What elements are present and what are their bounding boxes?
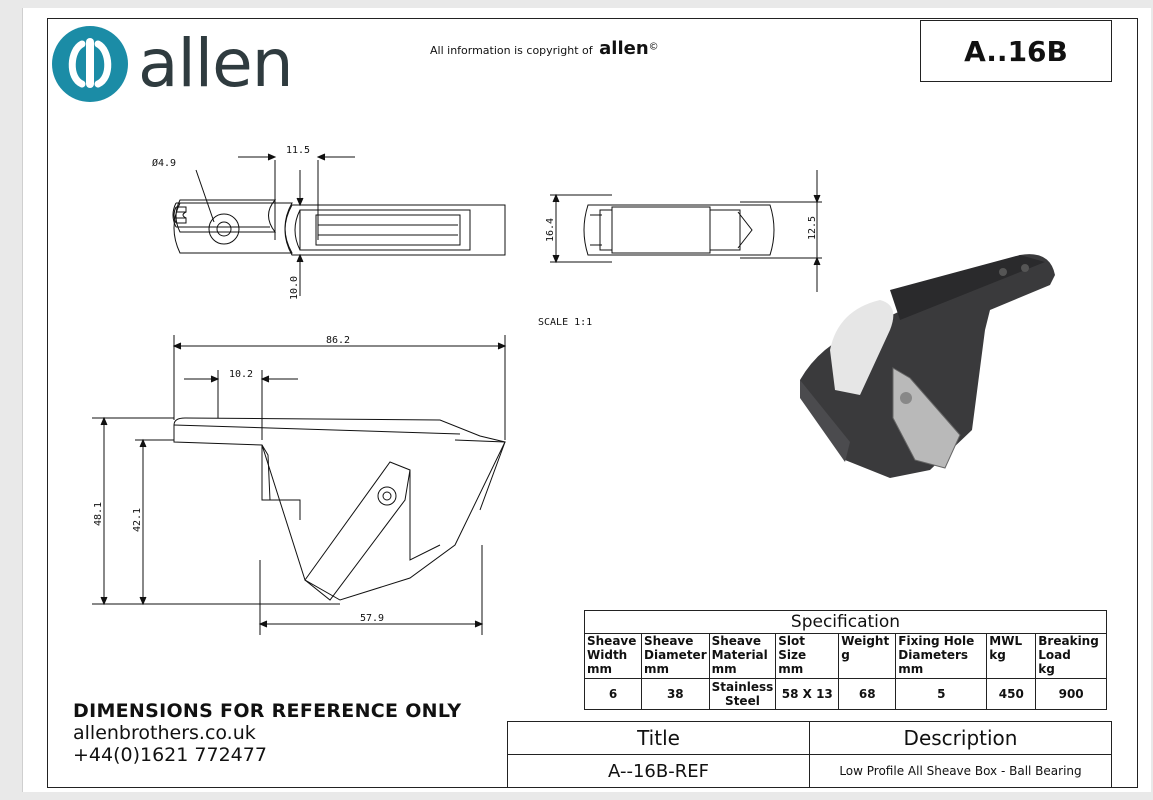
part-number: A..16B [964,34,1068,68]
title-label: Title [507,721,810,755]
dim-12-5: 12.5 [807,216,818,240]
spec-value-breaking-load: 900 [1035,678,1107,710]
spec-value-mwl: 450 [986,678,1037,710]
dim-57-9: 57.9 [360,613,384,624]
dim-hole-diameter: Ø4.9 [152,157,176,169]
dim-10-0: 10.0 [289,276,300,300]
allen-logo-mark-icon [52,26,128,102]
dim-42-1: 42.1 [132,508,143,532]
end-view [550,170,822,292]
copyright-symbol: © [648,41,659,53]
spec-value-sheave-material: Stainless Steel [708,678,777,710]
dim-16-4: 16.4 [545,218,556,242]
footer-contact: DIMENSIONS FOR REFERENCE ONLY allenbroth… [73,700,461,766]
title-block: Title Description A--16B-REF Low Profile… [507,721,1112,788]
copyright-notice: All information is copyright of allen© [430,38,659,59]
spec-value-slot-size: 58 X 13 [775,678,840,710]
top-view [172,153,506,296]
dim-10-2: 10.2 [229,369,253,380]
title-value: A--16B-REF [507,754,810,788]
allen-logo-text: allen [138,25,294,102]
dim-11-5: 11.5 [286,145,310,156]
spec-value-sheave-diameter: 38 [641,678,710,710]
phone-number: +44(0)1621 772477 [73,744,267,766]
dim-48-1: 48.1 [93,502,104,526]
side-view [92,335,507,635]
scale-label: SCALE 1:1 [538,317,592,328]
isometric-render [800,254,1055,478]
website-link[interactable]: allenbrothers.co.uk [73,722,256,744]
allen-logo: allen [52,25,294,102]
spec-value-fixing-hole: 5 [895,678,988,710]
copyright-text: All information is copyright of [430,44,593,57]
spec-value-row: 6 38 Stainless Steel 58 X 13 68 5 450 90… [584,678,1107,710]
description-label: Description [809,721,1112,755]
spec-value-weight: 68 [838,678,897,710]
drawing-frame [47,18,1138,788]
description-value: Low Profile All Sheave Box - Ball Bearin… [809,754,1112,788]
dim-86-2: 86.2 [326,335,350,346]
part-number-box: A..16B [920,20,1112,82]
reference-notice: DIMENSIONS FOR REFERENCE ONLY [73,700,462,722]
copyright-brand: allen [599,38,649,59]
specification-title: Specification [584,610,1107,634]
spec-value-sheave-width: 6 [584,678,642,710]
